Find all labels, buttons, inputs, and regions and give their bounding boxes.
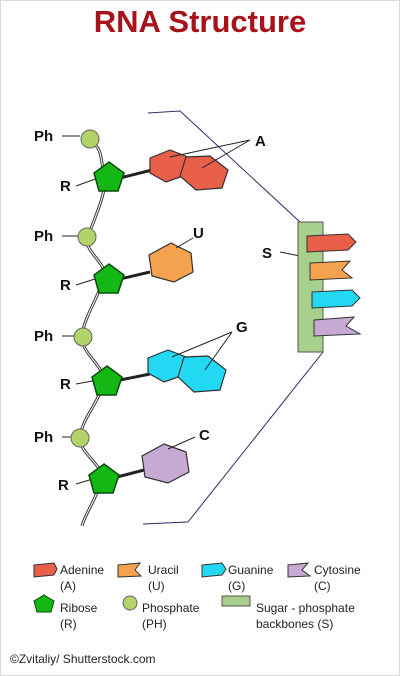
pointer-r-1 <box>75 177 99 187</box>
label-r: R <box>60 178 71 195</box>
flag-cytosine <box>313 316 362 337</box>
ribose-pentagon <box>93 161 125 192</box>
legend-uracil-label: Uracil <box>148 563 179 577</box>
legend-ribose-label: Ribose <box>60 601 98 615</box>
label-ph: Ph <box>34 128 53 145</box>
legend-swatch-phosphate <box>122 595 138 611</box>
legend-uracil-code: (U) <box>148 579 165 593</box>
connector-c <box>116 468 145 479</box>
flag-guanine <box>311 289 361 309</box>
adenine-base <box>149 149 229 191</box>
label-a: A <box>255 133 266 150</box>
diagram-title: RNA Structure <box>93 4 307 39</box>
flag-adenine <box>306 233 357 253</box>
legend-adenine-code: (A) <box>60 579 76 593</box>
legend-phosphate-label: Phosphate <box>142 601 200 615</box>
ribose-pentagon <box>91 365 123 396</box>
legend-swatch-ribose <box>33 594 55 613</box>
label-u: U <box>193 225 204 242</box>
legend-swatch-cytosine <box>287 562 312 578</box>
legend: Adenine (A) Uracil (U) Guanine (G) Cytos… <box>33 562 361 631</box>
phosphate-circle <box>77 227 97 247</box>
label-g: G <box>236 319 248 336</box>
label-ph: Ph <box>34 429 53 446</box>
flag-uracil <box>309 260 354 281</box>
cytosine-base <box>141 443 190 484</box>
label-ph: Ph <box>34 328 53 345</box>
guanine-base <box>147 349 227 393</box>
label-c: C <box>199 427 210 444</box>
pointer-c <box>167 436 196 450</box>
label-r: R <box>58 477 69 494</box>
legend-swatch-adenine <box>33 562 58 578</box>
label-s: S <box>262 245 272 262</box>
label-ph: Ph <box>34 228 53 245</box>
connector-u <box>119 270 151 281</box>
phosphate-circle <box>73 327 93 347</box>
phosphate-circle <box>70 428 90 448</box>
phosphate-circle <box>80 129 100 149</box>
legend-guanine-code: (G) <box>228 579 245 593</box>
pointer-u <box>175 237 194 249</box>
legend-adenine-label: Adenine <box>60 563 104 577</box>
connector-a <box>119 168 153 180</box>
label-r: R <box>60 376 71 393</box>
ribose-pentagon <box>93 263 125 294</box>
legend-backbone-label: Sugar - phosphate <box>256 601 355 615</box>
pointer-s <box>279 251 301 257</box>
legend-phosphate-code: (PH) <box>142 617 167 631</box>
image-credit: ©Zvitaliy/ Shutterstock.com <box>10 652 156 666</box>
legend-backbone-code: backbones (S) <box>256 617 333 631</box>
pointer-g <box>171 331 233 371</box>
legend-ribose-code: (R) <box>60 617 77 631</box>
uracil-base <box>148 242 194 283</box>
ribose-pentagon <box>88 463 120 494</box>
legend-cytosine-code: (C) <box>314 579 331 593</box>
label-r: R <box>60 277 71 294</box>
outline-top <box>147 110 301 223</box>
outline-bottom <box>142 351 324 525</box>
legend-guanine-label: Guanine <box>228 563 274 577</box>
pointer-r-2 <box>75 277 99 286</box>
pointer-a <box>169 139 251 169</box>
legend-swatch-guanine <box>201 562 227 578</box>
legend-swatch-uracil <box>117 562 143 578</box>
legend-cytosine-label: Cytosine <box>314 563 361 577</box>
legend-swatch-backbone <box>221 595 251 607</box>
connector-g <box>119 372 151 382</box>
